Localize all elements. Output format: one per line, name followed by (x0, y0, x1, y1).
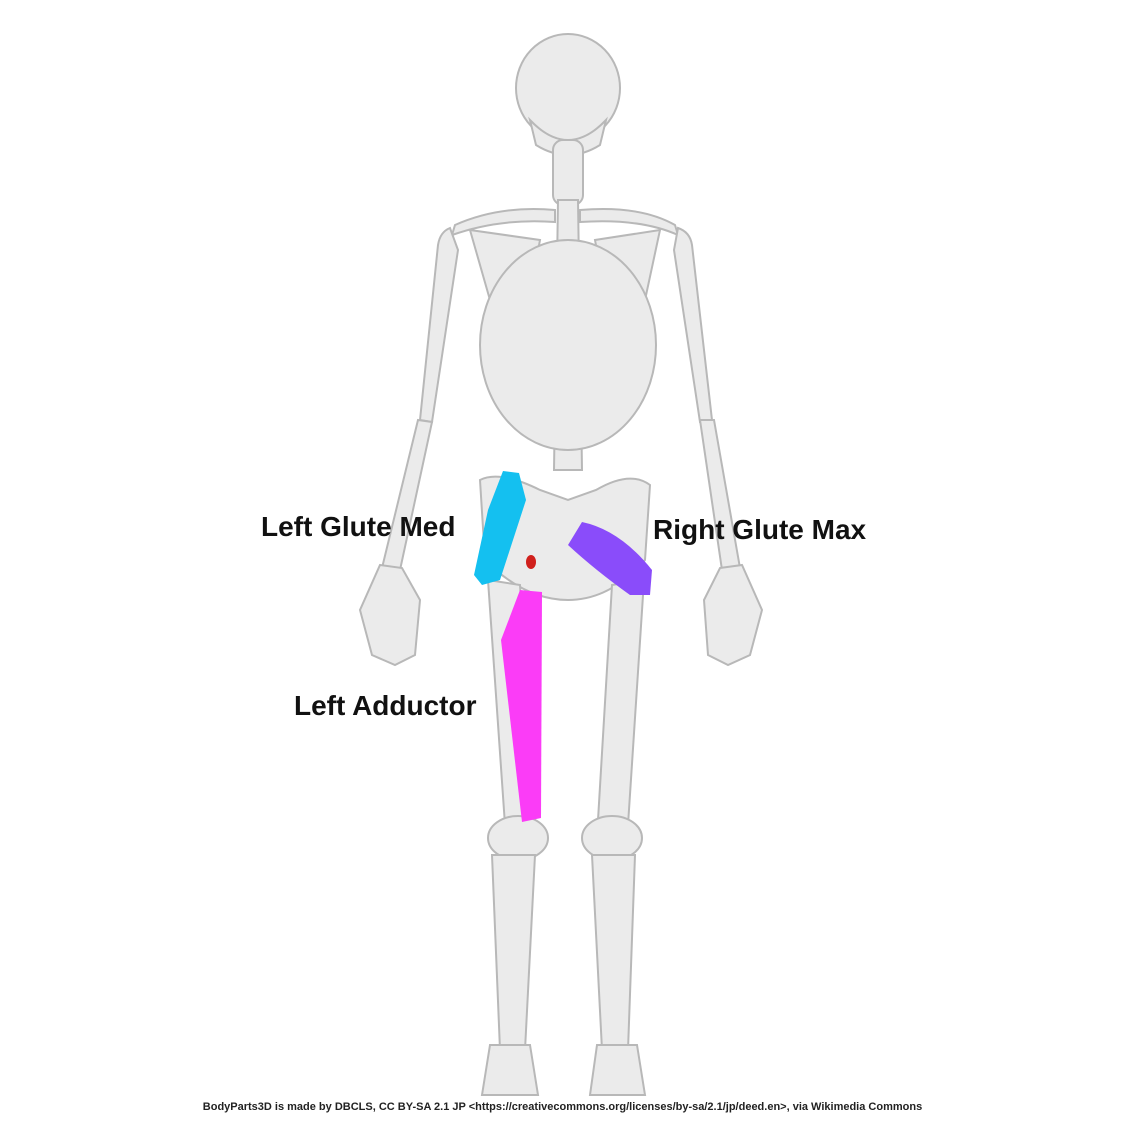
label-right-glute-max: Right Glute Max (653, 514, 867, 545)
jaw (528, 116, 608, 156)
left-clavicle (450, 208, 556, 237)
right-forearm (698, 419, 742, 572)
left-humerus (418, 226, 460, 424)
left-foot (480, 1044, 540, 1096)
label-left-glute-med: Left Glute Med (261, 511, 456, 542)
attribution-credit: BodyParts3D is made by DBCLS, CC BY-SA 2… (202, 1101, 923, 1113)
right-glute-max-highlight (568, 522, 652, 595)
small-red-marker (526, 555, 536, 569)
left-tibia (490, 854, 537, 1051)
right-femur (596, 578, 646, 827)
rib-cage (479, 239, 657, 451)
left-forearm (380, 418, 434, 572)
right-clavicle (579, 208, 680, 237)
right-foot (588, 1044, 647, 1096)
left-knee (487, 815, 549, 861)
left-hand (358, 563, 422, 667)
skeleton-bones (358, 33, 764, 1096)
right-humerus (672, 226, 714, 424)
label-left-adductor: Left Adductor (294, 690, 477, 721)
left-glute-med-highlight (474, 471, 526, 585)
cervical-spine (552, 139, 584, 206)
right-tibia (590, 854, 637, 1051)
right-hand (702, 563, 764, 667)
right-knee (581, 815, 643, 861)
left-adductor-highlight (501, 590, 542, 822)
